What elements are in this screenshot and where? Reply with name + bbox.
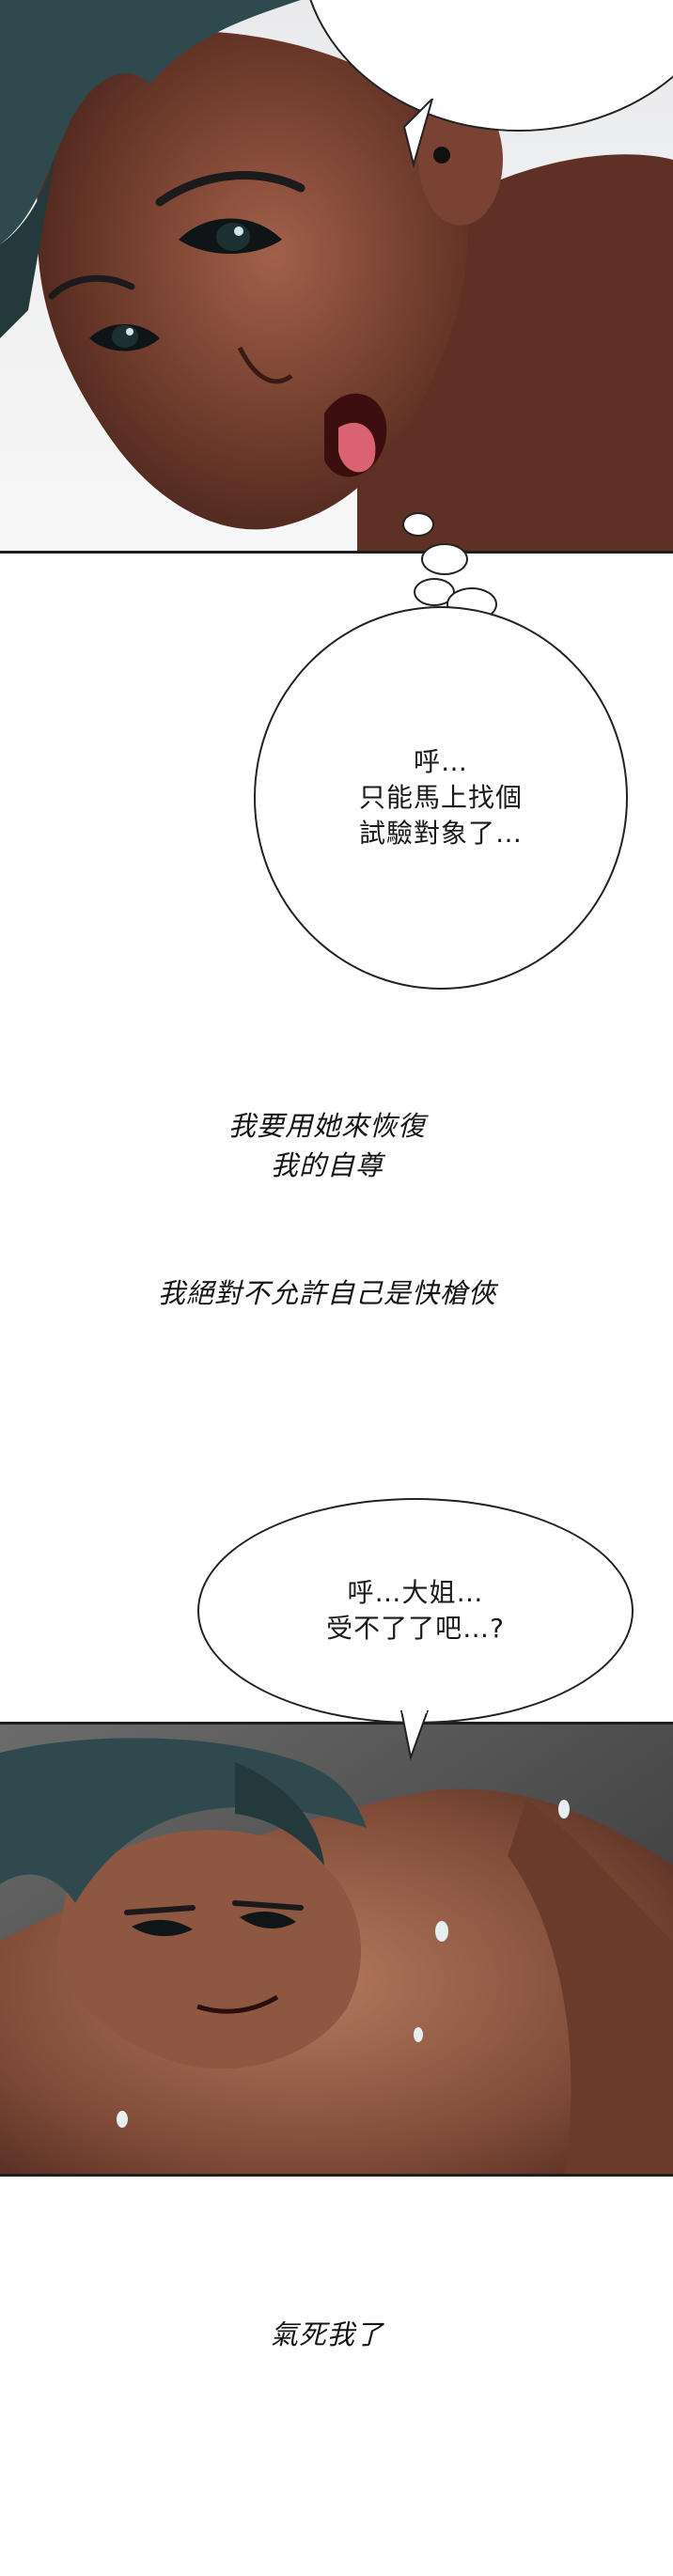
narration-text-3: 氣死我了 <box>270 2318 383 2350</box>
thought-bubble-text: 呼… 只能馬上找個 試驗對象了… <box>358 746 523 849</box>
thought-bubble: 呼… 只能馬上找個 試驗對象了… <box>254 606 628 990</box>
speech-bubble: 呼…大姐… 受不了了吧…? <box>197 1498 634 1724</box>
panel-woman-closeup <box>0 0 673 554</box>
speech-bubble-tail-top <box>402 99 434 168</box>
man-leaning-art <box>0 1725 673 2174</box>
narration-text-2: 我絕對不允許自己是快槍俠 <box>157 1277 496 1309</box>
speech-bubble-tail <box>399 1710 430 1761</box>
thought-dot-2 <box>421 543 468 575</box>
speech-bubble-text: 呼…大姐… 受不了了吧…? <box>326 1577 505 1644</box>
narration-text-1: 我要用她來恢復 我的自尊 <box>227 1110 426 1181</box>
panel-man-leaning <box>0 1722 673 2177</box>
thought-dot-1 <box>402 512 434 537</box>
